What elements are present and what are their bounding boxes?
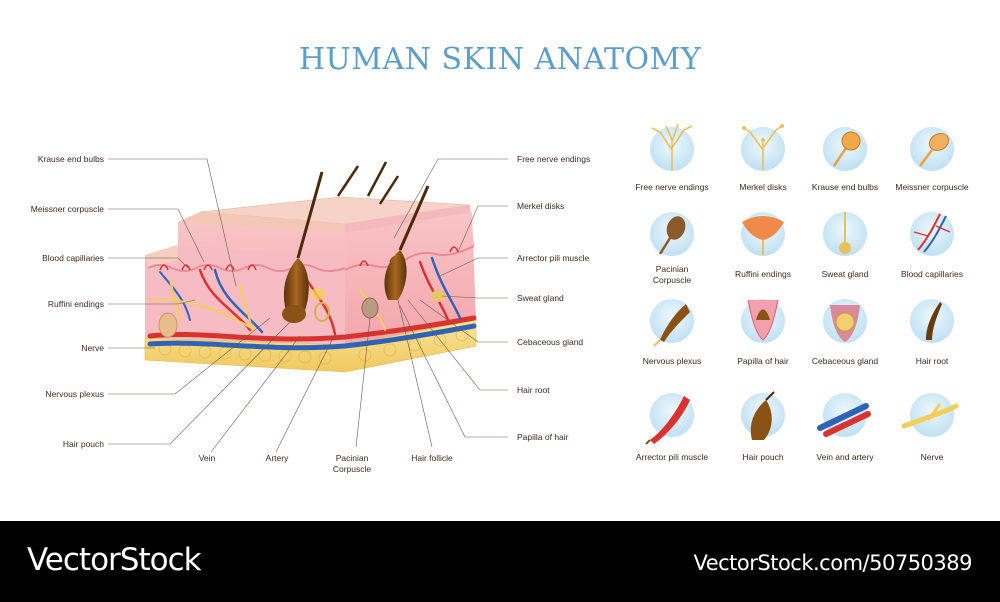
- ruffini-endings-icon: [741, 212, 785, 256]
- label-vein: Vein: [198, 453, 216, 463]
- caption-nerve: Nerve: [920, 452, 944, 462]
- nervous-plexus-icon: [650, 299, 694, 347]
- label-ruffini-endings: Ruffini endings: [47, 299, 104, 309]
- meissner-corpuscle-icon: [910, 127, 954, 171]
- caption-blood-capillaries: Blood capillaries: [901, 269, 963, 279]
- label-papilla-of-hair: Papilla of hair: [517, 432, 569, 442]
- krause-end-bulbs-icon: [823, 127, 867, 171]
- caption-krause-end-bulbs: Krause end bulbs: [811, 182, 879, 192]
- nerve-icon: [901, 393, 959, 437]
- label-cebaceous-gland: Cebaceous gland: [517, 337, 584, 347]
- caption-ruffini-endings: Ruffini endings: [734, 269, 792, 279]
- page-title: HUMAN SKIN ANATOMY: [298, 42, 702, 77]
- hair-root-icon: [910, 299, 954, 343]
- arrector-pili-muscle-icon: [645, 393, 694, 445]
- label-pacinian: Pacinian: [335, 453, 369, 463]
- label-arrector-pili-muscle: Arrector pili muscle: [517, 253, 590, 263]
- label-sweat-gland: Sweat gland: [517, 293, 564, 303]
- vein-and-artery-icon: [817, 393, 871, 437]
- label-hair-follicle: Hair follicle: [411, 453, 453, 463]
- blood-capillaries-icon: [910, 212, 954, 256]
- label-corpuscle: Corpuscle: [332, 464, 372, 474]
- footer-bar: [0, 521, 1000, 602]
- label-hair-root: Hair root: [517, 385, 550, 395]
- label-nerve: Nerve: [81, 343, 104, 353]
- sweat-gland-icon: [823, 212, 867, 256]
- label-artery: Artery: [265, 453, 289, 463]
- icon-grid: [645, 123, 959, 445]
- cebaceous-gland-icon: [823, 299, 867, 343]
- brand-logo-text: VectorStock: [27, 542, 202, 578]
- capillary-loops: [159, 246, 459, 271]
- caption-sweat-gland: Sweat gland: [821, 269, 869, 279]
- caption-cebaceous-gland: Cebaceous gland: [811, 356, 879, 366]
- caption-merkel-disks: Merkel disks: [739, 182, 787, 192]
- papilla-of-hair-icon: [741, 299, 785, 343]
- caption-meissner-corpuscle: Meissner corpuscle: [895, 182, 969, 192]
- pacinian-corpuscle-icon: [650, 212, 694, 256]
- pacinian-corpuscle: [158, 312, 178, 338]
- label-krause-end-bulbs: Krause end bulbs: [37, 154, 104, 164]
- hair-pouch-icon: [741, 391, 785, 440]
- label-free-nerve-endings: Free nerve endings: [517, 154, 591, 164]
- sweat-gland-duct: [361, 297, 379, 319]
- merkel-disks-icon: [741, 124, 785, 171]
- label-nervous-plexus: Nervous plexus: [45, 389, 104, 399]
- caption-hair-pouch: Hair pouch: [742, 452, 784, 462]
- caption-free-nerve-endings: Free nerve endings: [635, 182, 709, 192]
- leader-lines: [108, 158, 508, 453]
- hair-follicles: [282, 161, 445, 323]
- caption-papilla-of-hair: Papilla of hair: [737, 356, 789, 366]
- free-nerve-endings-icon: [650, 123, 694, 171]
- caption-pacinian: Pacinian: [655, 264, 689, 274]
- label-blood-capillaries: Blood capillaries: [42, 253, 104, 263]
- caption-nervous-plexus: Nervous plexus: [642, 356, 702, 366]
- label-hair-pouch: Hair pouch: [62, 439, 104, 449]
- stock-id-text: VectorStock.com/50750389: [693, 551, 972, 575]
- caption-arrector-pili-muscle: Arrector pili muscle: [635, 452, 709, 462]
- label-meissner-corpuscle: Meissner corpuscle: [30, 204, 104, 214]
- caption-corpuscle: Corpuscle: [652, 275, 692, 285]
- caption-vein-and-artery: Vein and artery: [816, 452, 874, 462]
- skin-cross-section-diagram: [108, 123, 959, 453]
- caption-hair-root: Hair root: [915, 356, 949, 366]
- label-merkel-disks: Merkel disks: [517, 201, 565, 211]
